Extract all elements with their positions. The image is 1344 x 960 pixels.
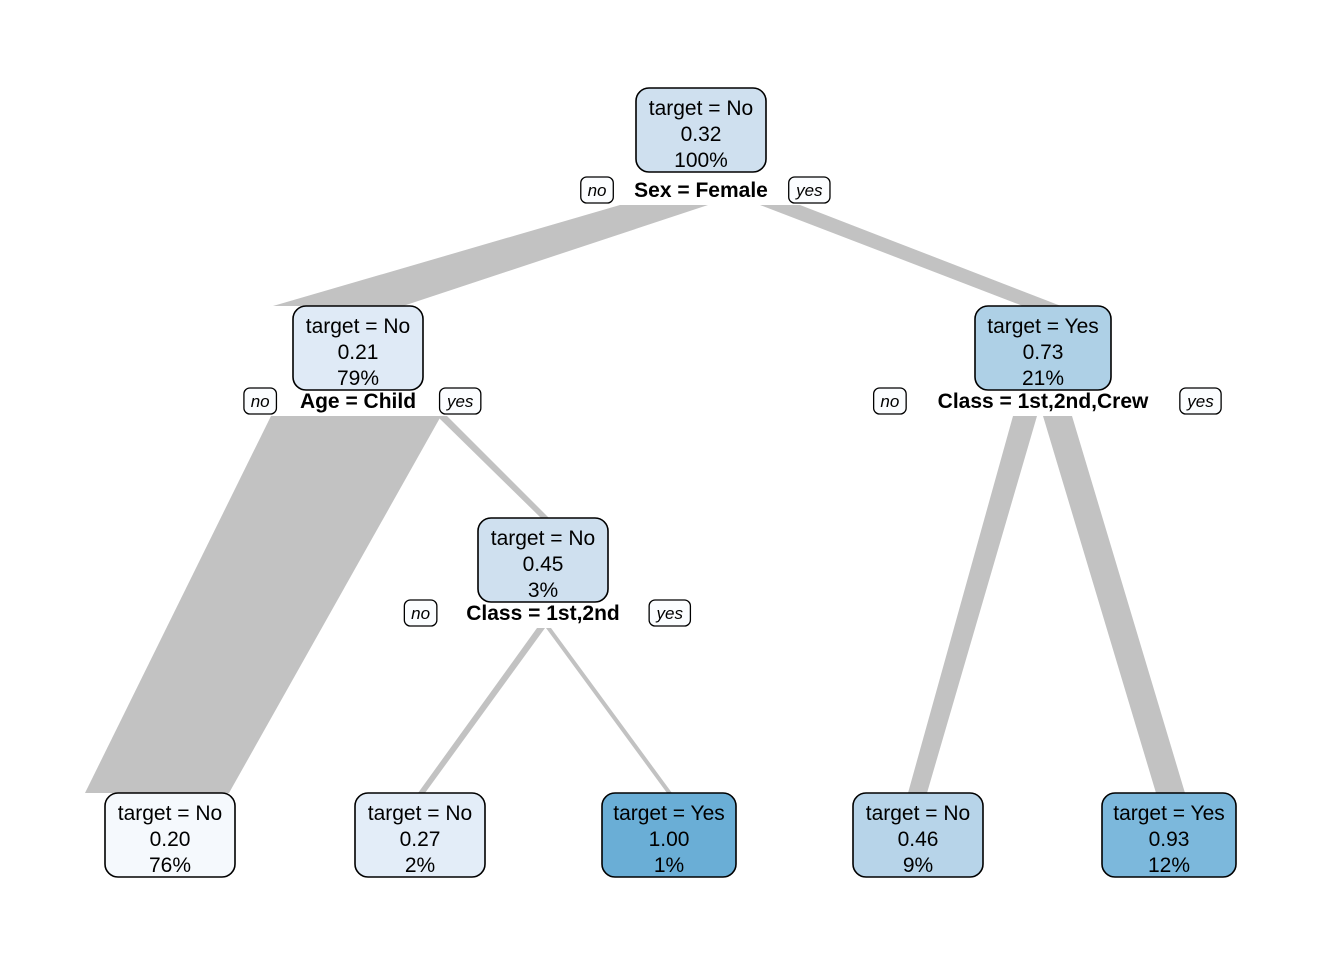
tree-node-l2[interactable]: target = No 0.27 2% xyxy=(354,792,486,878)
node-label-percent: 79% xyxy=(337,367,379,390)
node-box xyxy=(292,305,424,391)
node-label-prediction: target = No xyxy=(491,527,595,550)
node-label-probability: 0.73 xyxy=(1023,341,1064,364)
node-label-probability: 0.93 xyxy=(1149,828,1190,851)
branch-yes-text: yes xyxy=(795,181,823,200)
branch-yes-box xyxy=(1179,387,1222,415)
tree-edge-no xyxy=(85,416,441,793)
node-box xyxy=(974,305,1112,391)
branch-yes-label[interactable]: yes xyxy=(788,176,831,204)
tree-edge-no xyxy=(418,628,545,793)
branch-no-label[interactable]: no xyxy=(872,387,907,415)
node-box xyxy=(1101,792,1237,878)
branch-no-text: no xyxy=(251,392,270,411)
node-label-prediction: target = Yes xyxy=(1113,802,1225,825)
branch-no-label[interactable]: no xyxy=(403,599,438,627)
tree-edge-yes xyxy=(546,628,672,793)
branch-no-label[interactable]: no xyxy=(243,387,278,415)
tree-node-n4[interactable]: target = No 0.45 3%Class = 1st,2nd no yes xyxy=(403,517,692,627)
node-box xyxy=(635,87,767,173)
tree-edges-layer xyxy=(85,205,1185,793)
tree-edge-yes xyxy=(437,416,549,518)
node-label-percent: 1% xyxy=(654,854,684,877)
split-condition-label: Age = Child xyxy=(300,390,416,413)
branch-yes-text: yes xyxy=(446,392,474,411)
split-condition-label: Class = 1st,2nd xyxy=(466,602,620,625)
tree-node-l1[interactable]: target = No 0.20 76% xyxy=(104,792,236,878)
node-box xyxy=(354,792,486,878)
branch-yes-box xyxy=(438,387,482,415)
split-condition-label: Class = 1st,2nd,Crew xyxy=(938,390,1149,413)
branch-yes-label[interactable]: yes xyxy=(438,387,482,415)
tree-edge-no xyxy=(273,205,708,306)
branch-no-box xyxy=(243,387,278,415)
tree-node-l4[interactable]: target = No 0.46 9% xyxy=(852,792,984,878)
node-box xyxy=(104,792,236,878)
branch-yes-text: yes xyxy=(1186,392,1214,411)
node-label-probability: 0.20 xyxy=(150,828,191,851)
node-label-probability: 0.45 xyxy=(523,553,564,576)
node-label-percent: 21% xyxy=(1022,367,1064,390)
node-label-prediction: target = No xyxy=(866,802,970,825)
node-label-prediction: target = No xyxy=(306,315,410,338)
node-label-prediction: target = No xyxy=(118,802,222,825)
branch-yes-label[interactable]: yes xyxy=(648,599,692,627)
node-label-prediction: target = Yes xyxy=(987,315,1099,338)
split-condition-label: Sex = Female xyxy=(634,179,768,202)
tree-edge-yes xyxy=(760,205,1061,306)
branch-no-text: no xyxy=(588,181,607,200)
tree-edge-no xyxy=(908,416,1037,793)
node-label-probability: 0.21 xyxy=(338,341,379,364)
branch-yes-text: yes xyxy=(656,604,684,623)
branch-yes-box xyxy=(648,599,692,627)
tree-node-n2[interactable]: target = No 0.21 79%Age = Child no yes xyxy=(243,305,482,415)
node-box xyxy=(601,792,737,878)
tree-node-n1[interactable]: target = No 0.32 100% Sex = Female no yes xyxy=(580,87,831,204)
tree-node-l3[interactable]: target = Yes 1.00 1% xyxy=(601,792,737,878)
node-label-prediction: target = No xyxy=(368,802,472,825)
node-label-probability: 0.32 xyxy=(681,123,722,146)
node-label-percent: 100% xyxy=(674,149,728,172)
branch-no-box xyxy=(403,599,438,627)
tree-edge-yes xyxy=(1043,416,1185,793)
node-label-prediction: target = No xyxy=(649,97,753,120)
node-label-probability: 1.00 xyxy=(649,828,690,851)
branch-no-box xyxy=(580,176,614,204)
branch-yes-label[interactable]: yes xyxy=(1179,387,1222,415)
branch-yes-box xyxy=(788,176,831,204)
branch-no-text: no xyxy=(411,604,430,623)
node-label-percent: 76% xyxy=(149,854,191,877)
tree-node-l5[interactable]: target = Yes 0.93 12% xyxy=(1101,792,1237,878)
node-box xyxy=(852,792,984,878)
node-label-percent: 12% xyxy=(1148,854,1190,877)
branch-no-box xyxy=(872,387,907,415)
branch-no-text: no xyxy=(880,392,899,411)
node-box xyxy=(477,517,609,603)
node-label-probability: 0.27 xyxy=(400,828,441,851)
node-label-probability: 0.46 xyxy=(898,828,939,851)
node-label-percent: 2% xyxy=(405,854,435,877)
node-label-percent: 9% xyxy=(903,854,933,877)
tree-node-n3[interactable]: target = Yes 0.73 21%Class = 1st,2nd,Crew n… xyxy=(872,305,1222,415)
node-label-prediction: target = Yes xyxy=(613,802,725,825)
branch-no-label[interactable]: no xyxy=(580,176,614,204)
node-label-percent: 3% xyxy=(528,579,558,602)
